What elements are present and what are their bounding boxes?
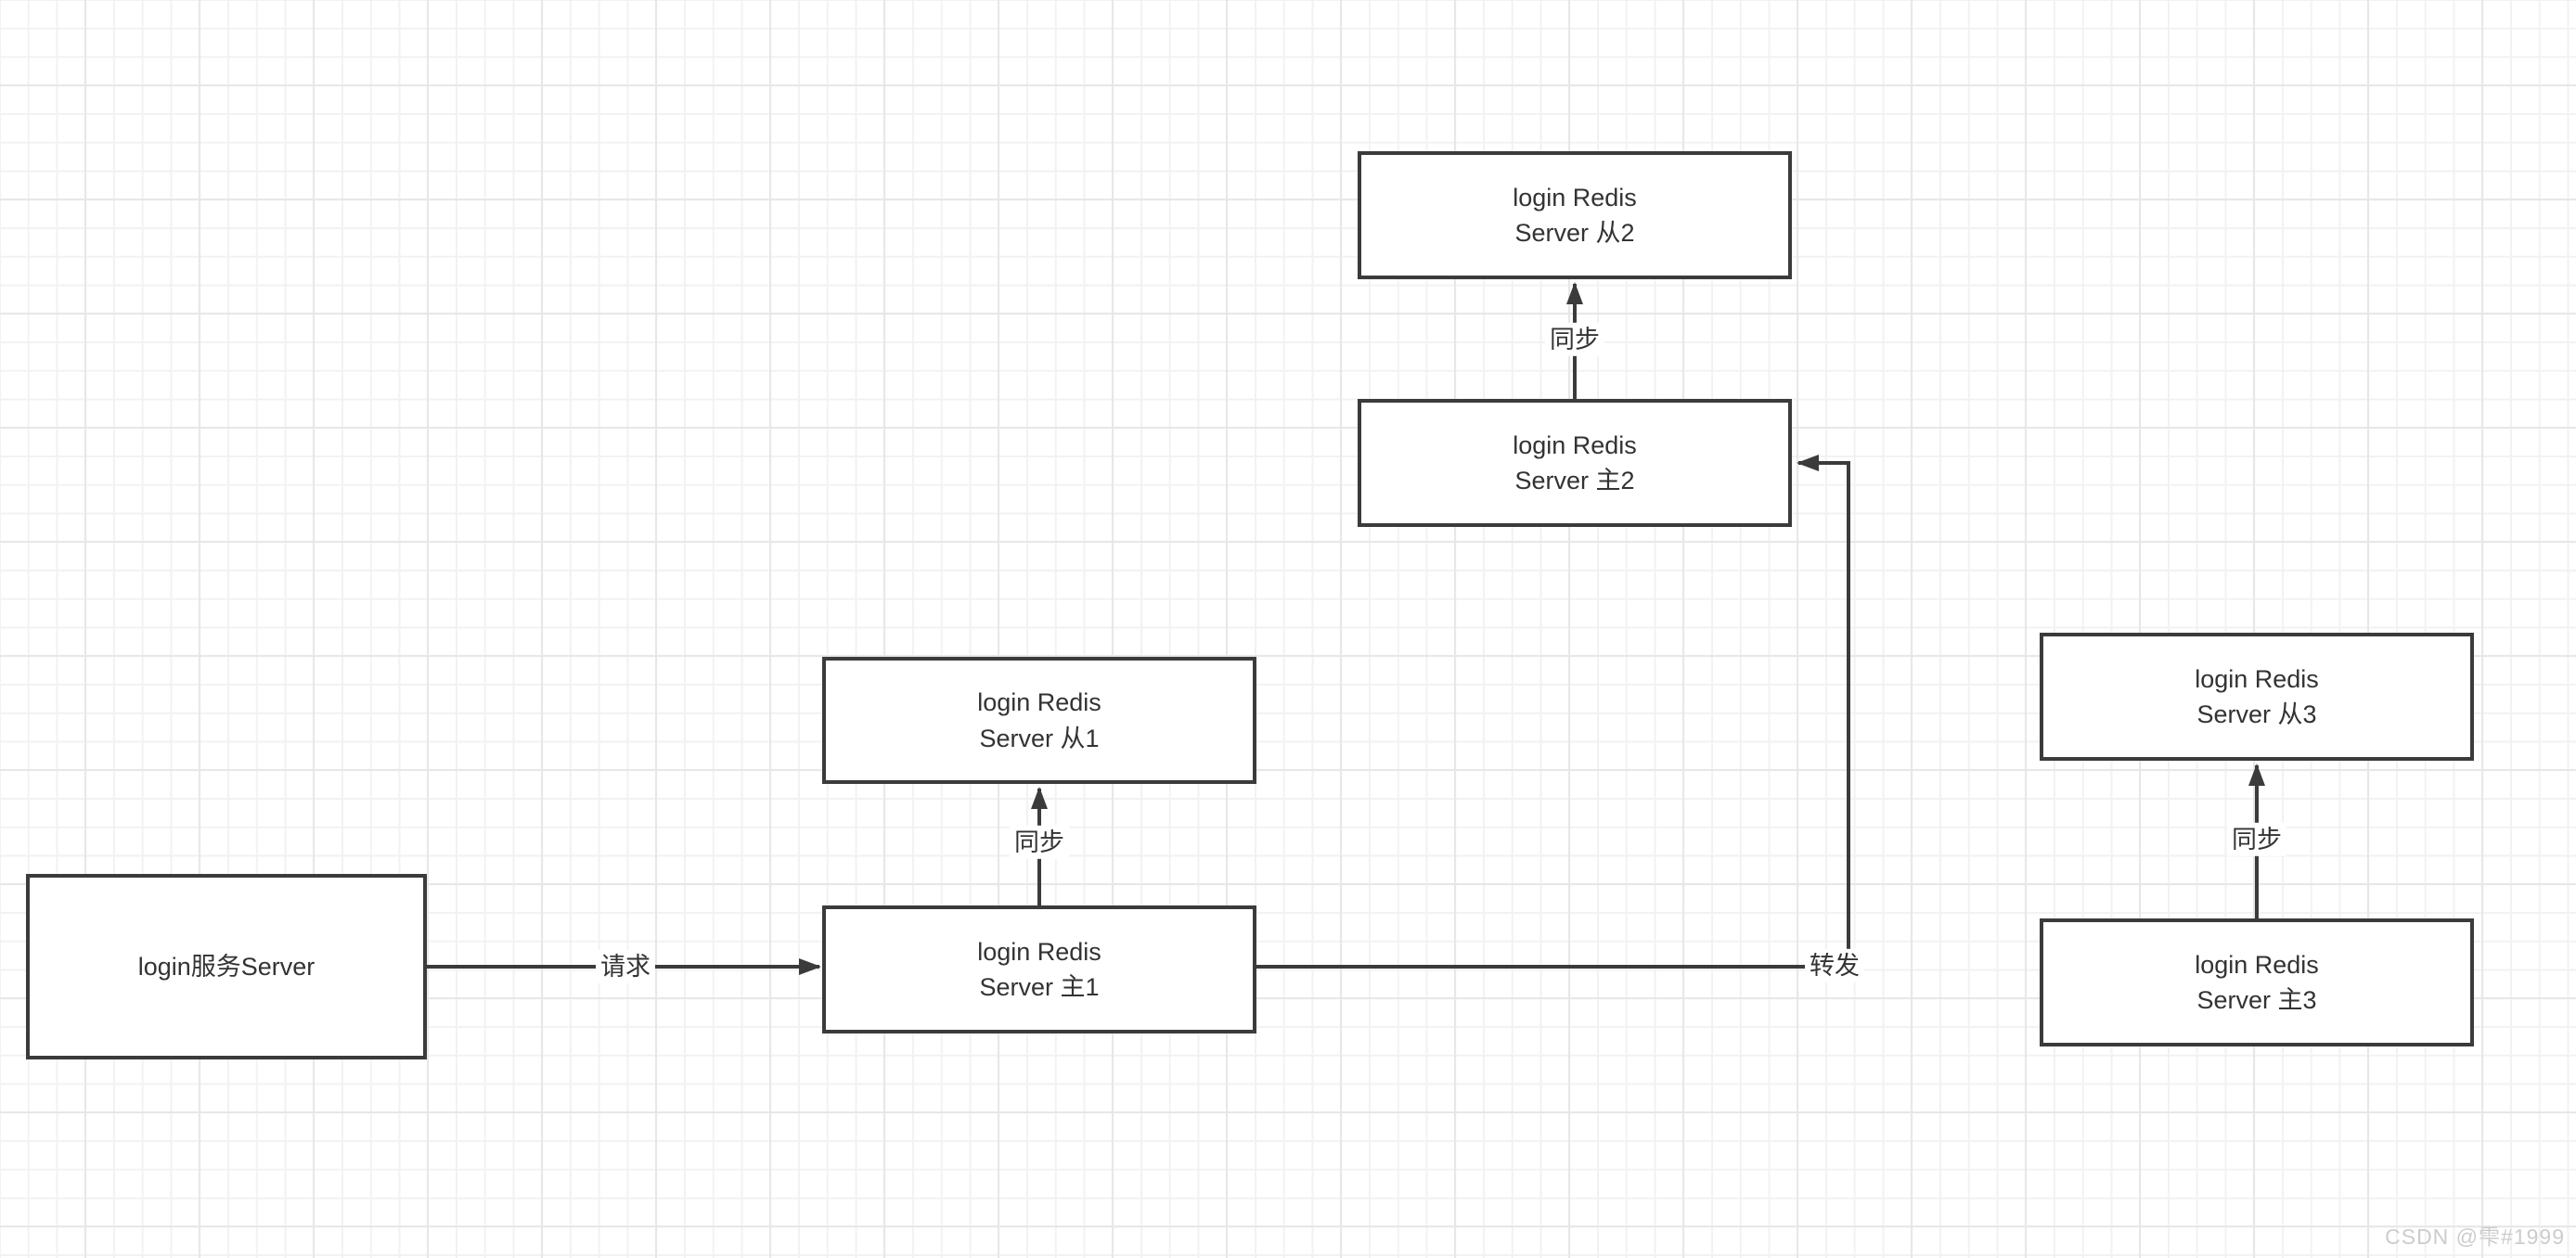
edge-label-sync-2: 同步 — [1545, 322, 1604, 357]
node-login-service: login服务Server — [26, 874, 427, 1059]
node-redis-slave-3: login Redis Server 从3 — [2040, 633, 2474, 761]
edge-label-sync-3: 同步 — [2227, 822, 2286, 857]
edge-label-sync-1: 同步 — [1010, 825, 1069, 860]
node-redis-slave-1: login Redis Server 从1 — [822, 657, 1256, 784]
edge-label-forward: 转发 — [1805, 948, 1864, 983]
csdn-watermark: CSDN @雫#1999 — [2385, 1225, 2565, 1249]
edge-label-request: 请求 — [596, 949, 655, 984]
node-redis-master-2: login Redis Server 主2 — [1358, 399, 1792, 527]
node-redis-master-3: login Redis Server 主3 — [2040, 918, 2474, 1046]
node-redis-master-1: login Redis Server 主1 — [822, 905, 1256, 1033]
edge-forward — [1256, 455, 1850, 969]
node-redis-slave-2: login Redis Server 从2 — [1358, 151, 1792, 279]
